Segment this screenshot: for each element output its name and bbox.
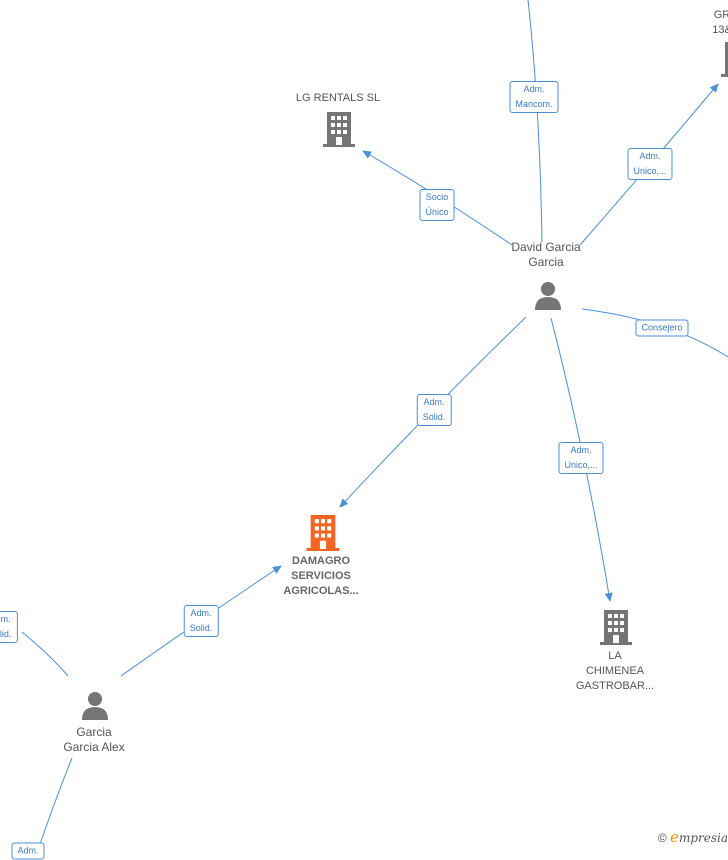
node-label-line: Garcia (76, 725, 112, 739)
edge-label-line: olid. (0, 629, 12, 639)
edge-label-line: Solid. (189, 623, 213, 633)
node-label-line: CHIMENEA (585, 665, 645, 677)
node-label-line: 13& (712, 24, 728, 36)
node-label-alex[interactable]: Garcia Garcia Alex (63, 725, 124, 755)
building-icon[interactable] (721, 42, 728, 77)
edge-label-line: Unico,... (564, 460, 598, 470)
edge-bottom-adm (37, 757, 73, 850)
edge-left-solid (21, 631, 69, 677)
edge-label-line: Consejero (641, 322, 683, 333)
edge-label-line: Socio (425, 192, 449, 202)
node-label-line: SERVICIOS (291, 570, 351, 582)
edge-label-consejero[interactable]: Consejero (635, 319, 689, 337)
person-icon[interactable] (80, 690, 110, 720)
edge-label-socio-unico[interactable]: Socio Único (419, 189, 455, 221)
edge-label-line: Solid. (422, 412, 446, 422)
edge-label-adm-unico-chimenea[interactable]: Adm. Unico,... (558, 442, 604, 474)
brand-logo[interactable]: © empresia (658, 828, 728, 846)
edge-label-line: Adm. (17, 845, 39, 856)
edge-label-adm-mancom[interactable]: Adm. Mancom. (509, 81, 559, 113)
node-label-david[interactable]: David Garcia Garcia (511, 240, 580, 270)
node-label-line: Garcia (528, 255, 564, 269)
edge-label-adm-unico-gr[interactable]: Adm. Unico,... (627, 148, 673, 180)
node-label-lg-rentals[interactable]: LG RENTALS SL (296, 91, 380, 106)
node-label-line: GASTROBAR... (575, 680, 655, 692)
edge-label-line: Adm. (423, 397, 445, 407)
edge-label-line: Único (425, 207, 449, 217)
edge-label-left-solid[interactable]: dm. olid. (0, 611, 18, 643)
brand-logo-text: mpresia (678, 831, 728, 845)
building-icon-focus[interactable] (306, 515, 340, 551)
node-label-line: David Garcia (511, 240, 581, 254)
edge-label-line: Mancom. (515, 99, 553, 109)
edge-label-adm-solid-alex[interactable]: Adm. Solid. (183, 605, 219, 637)
edge-top-mancom (527, 0, 543, 243)
node-label-la-chimenea[interactable]: LA CHIMENEA GASTROBAR... (576, 649, 654, 694)
building-icon[interactable] (323, 112, 355, 147)
edge-label-bottom-adm[interactable]: Adm. (11, 842, 45, 860)
node-label-line: LA (608, 650, 622, 662)
node-label-damagro[interactable]: DAMAGRO SERVICIOS AGRICOLAS... (283, 554, 358, 599)
edge-label-line: Adm. (639, 151, 661, 161)
copyright-icon: © (657, 831, 667, 845)
building-icon[interactable] (600, 610, 632, 645)
node-label-gr[interactable]: GR 13& (712, 8, 728, 38)
node-label-line: DAMAGRO (291, 555, 351, 567)
node-label-line: GR (713, 9, 728, 21)
edge-label-line: Adm. (523, 84, 545, 94)
node-label-line: Garcia Alex (63, 740, 125, 754)
brand-logo-e: e (670, 828, 679, 846)
edge-label-line: Adm. (190, 608, 212, 618)
edge-label-adm-solid-damagro[interactable]: Adm. Solid. (416, 394, 452, 426)
edge-label-line: Unico,... (633, 166, 667, 176)
node-label-line: LG RENTALS SL (295, 92, 381, 104)
node-label-line: AGRICOLAS... (283, 585, 359, 597)
edge-label-line: dm. (0, 614, 11, 624)
edge-label-line: Adm. (570, 445, 592, 455)
person-icon[interactable] (533, 280, 563, 310)
